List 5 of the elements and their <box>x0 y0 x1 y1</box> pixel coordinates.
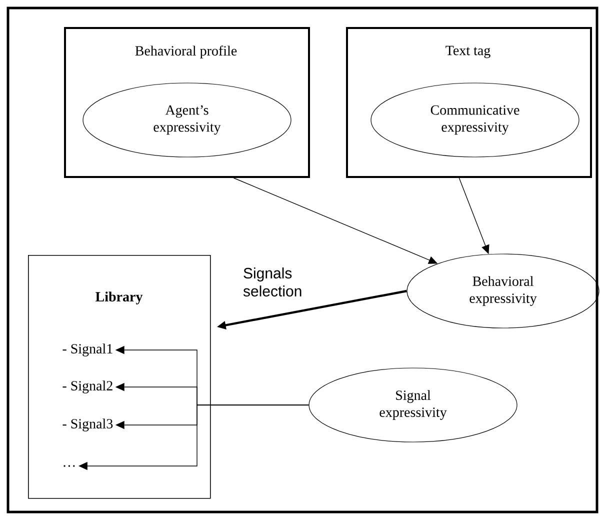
list-item: - Signal1 <box>62 344 112 356</box>
list-item: - Signal2 <box>62 380 112 394</box>
list-item: - Signal3 <box>62 418 113 432</box>
list-item: … <box>64 465 75 467</box>
edge-label: Signals selection <box>243 268 302 296</box>
